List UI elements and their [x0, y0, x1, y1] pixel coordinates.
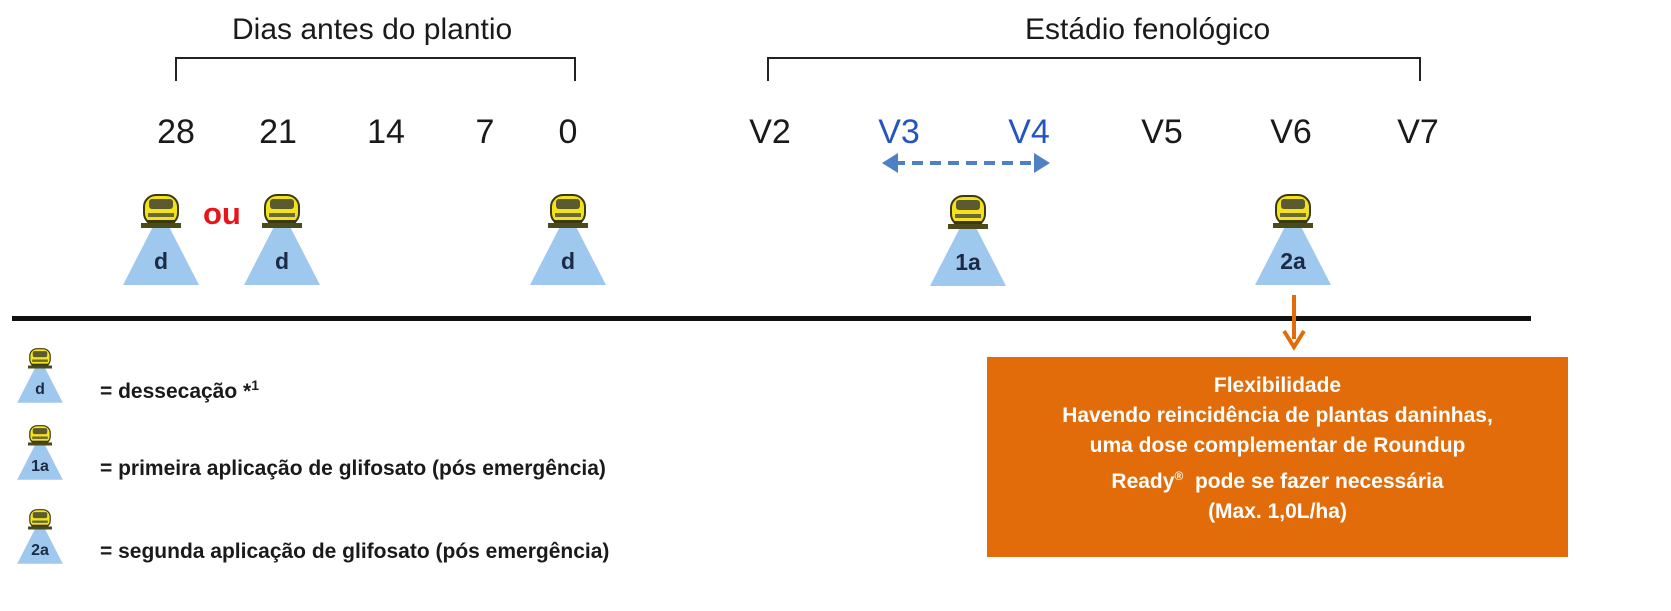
phenological-stage-title: Estádio fenológico — [1025, 13, 1271, 46]
legend-text-2a: = segunda aplicação de glifosato (pós em… — [100, 540, 610, 563]
days-before-planting-title: Dias antes do plantio — [232, 13, 513, 46]
product-name: Ready — [1111, 470, 1175, 493]
or-label: ou — [203, 196, 241, 231]
day-tick-7: 7 — [475, 113, 495, 151]
flexibility-line-4: (Max. 1,0L/ha) — [1208, 500, 1347, 523]
application-code: d — [560, 248, 576, 274]
day-tick-14: 14 — [367, 113, 405, 151]
legend-label: = dessecação * — [100, 380, 252, 403]
flexibility-arrow-icon — [1282, 295, 1306, 351]
stage-tick-v4: V4 — [1008, 113, 1050, 151]
application-code: 2a — [1280, 248, 1306, 274]
flexibility-line-2: uma dose complementar de Roundup — [1089, 434, 1466, 457]
stage-tick-v7: V7 — [1397, 113, 1439, 151]
legend-text-d: = dessecação *1 — [100, 377, 259, 404]
day-tick-21: 21 — [259, 113, 297, 151]
legend-text-1a: = primeira aplicação de glifosato (pós e… — [100, 457, 606, 480]
sprayer-d-0: d — [518, 193, 618, 288]
days-bracket — [175, 57, 576, 81]
stage-tick-v6: V6 — [1270, 113, 1312, 151]
sprayer-d-28: d — [111, 193, 211, 288]
legend-code: 2a — [31, 542, 49, 559]
flexibility-title: Flexibilidade — [1213, 374, 1342, 397]
registered-mark: ® — [1174, 469, 1184, 483]
legend-icon-d: d — [10, 346, 70, 406]
sprayer-d-21: d — [232, 193, 332, 288]
sprayer-2a: 2a — [1243, 193, 1343, 288]
flexibility-line-1: Havendo reincidência de plantas daninhas… — [1062, 404, 1493, 427]
timeline-divider — [12, 316, 1531, 321]
legend-code: d — [35, 381, 45, 398]
stage-bracket — [767, 57, 1421, 81]
stage-tick-v2: V2 — [749, 113, 791, 151]
stage-tick-v3: V3 — [878, 113, 920, 151]
day-tick-28: 28 — [157, 113, 195, 151]
day-tick-0: 0 — [558, 113, 578, 151]
legend-code: 1a — [31, 458, 49, 475]
legend-icon-2a: 2a — [10, 507, 70, 567]
legend-icon-1a: 1a — [10, 423, 70, 483]
v3-v4-range-arrow — [882, 153, 1050, 173]
footnote-marker: 1 — [251, 377, 259, 393]
stage-tick-v5: V5 — [1141, 113, 1183, 151]
flexibility-box: Flexibilidade Havendo reincidência de pl… — [987, 357, 1568, 557]
application-code: d — [274, 248, 290, 274]
application-code: 1a — [955, 249, 981, 275]
flexibility-line-3: Ready® pode se fazer necessária — [987, 461, 1568, 497]
flexibility-line-3-rest: pode se fazer necessária — [1183, 470, 1444, 493]
application-code: d — [153, 248, 169, 274]
sprayer-1a: 1a — [918, 194, 1018, 289]
